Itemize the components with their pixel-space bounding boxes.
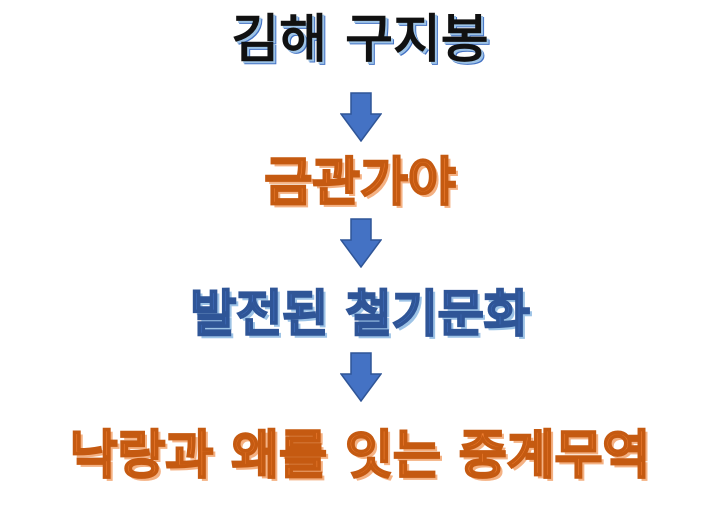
step-3-text: 발전된 철기문화 xyxy=(189,284,530,344)
down-arrow-icon xyxy=(340,218,382,268)
step-2-text: 금관가야 xyxy=(263,152,456,214)
down-arrow-icon xyxy=(340,92,382,142)
step-4-text: 낙랑과 왜를 잇는 중계무역 xyxy=(69,425,652,487)
step-1-text: 김해 구지봉 xyxy=(231,10,489,70)
down-arrow-icon xyxy=(340,352,382,402)
